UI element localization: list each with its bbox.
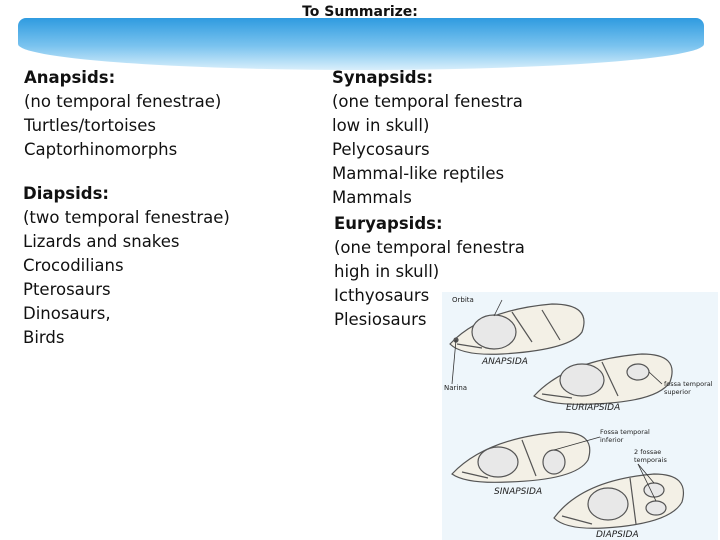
fossa-superior-pointer bbox=[648, 371, 663, 385]
anapsids-line: Turtles/tortoises bbox=[24, 116, 157, 135]
diapsids-line: Lizards and snakes bbox=[23, 232, 180, 251]
fossa-superior-label: superior bbox=[664, 388, 691, 396]
anapsida-skull bbox=[449, 303, 585, 355]
orbita-label: Orbita bbox=[452, 296, 474, 304]
diapsids-line: (two temporal fenestrae) bbox=[23, 208, 230, 227]
narina-pointer bbox=[451, 339, 457, 385]
euryapsids-line: high in skull) bbox=[334, 262, 440, 281]
diapsids-block: Diapsids: (two temporal fenestrae) Lizar… bbox=[23, 182, 230, 350]
euryapsids-line: (one temporal fenestra bbox=[334, 238, 525, 257]
anapsids-line: Captorhinomorphs bbox=[24, 140, 178, 159]
narina-label: Narina bbox=[444, 384, 467, 392]
fossa-superior-label: fossa temporal bbox=[664, 380, 713, 388]
two-fossae-label: temporais bbox=[634, 456, 667, 464]
two-fossae-label: 2 fossae bbox=[634, 448, 661, 456]
euryapsids-line: Plesiosaurs bbox=[334, 310, 427, 329]
synapsids-line: Pelycosaurs bbox=[332, 140, 430, 159]
anapsida-label: ANAPSIDA bbox=[481, 357, 528, 367]
title-banner bbox=[18, 18, 704, 70]
anapsids-heading: Anapsids: bbox=[24, 68, 116, 87]
diapsida-skull bbox=[553, 473, 684, 529]
fossa-inferior-label: Fossa temporal bbox=[600, 428, 650, 436]
euryapsids-line: Icthyosaurs bbox=[334, 286, 430, 305]
diapsids-line: Dinosaurs, bbox=[23, 304, 111, 323]
synapsids-block: Synapsids: (one temporal fenestra low in… bbox=[332, 66, 523, 210]
diapsids-line: Birds bbox=[23, 328, 65, 347]
fossa-inferior-label: inferior bbox=[600, 436, 624, 444]
diapsids-heading: Diapsids: bbox=[23, 184, 110, 203]
synapsids-line: low in skull) bbox=[332, 116, 430, 135]
diapsids-line: Crocodilians bbox=[23, 256, 124, 275]
synapsids-line: Mammal-like reptiles bbox=[332, 164, 505, 183]
diapsida-label: DIAPSIDA bbox=[596, 530, 639, 540]
diapsids-line: Pterosaurs bbox=[23, 280, 111, 299]
synapsids-heading: Synapsids: bbox=[332, 68, 434, 87]
euryapsids-heading: Euryapsids: bbox=[334, 214, 443, 233]
sinapsida-skull bbox=[451, 431, 591, 483]
orbita-pointer bbox=[493, 299, 503, 317]
synapsids-line: Mammals bbox=[332, 188, 412, 207]
synapsids-line: (one temporal fenestra bbox=[332, 92, 523, 111]
euriapsida-label: EURIAPSIDA bbox=[566, 403, 620, 413]
two-fossae-pointer bbox=[637, 463, 655, 484]
euriapsida-skull bbox=[533, 353, 673, 405]
anapsids-block: Anapsids: (no temporal fenestrae) Turtle… bbox=[24, 66, 221, 162]
skull-types-figure: Orbita Narina ANAPSIDA fossa temporal su… bbox=[442, 292, 718, 540]
skull-diagram: Orbita Narina ANAPSIDA fossa temporal su… bbox=[444, 296, 713, 540]
anapsids-line: (no temporal fenestrae) bbox=[24, 92, 222, 111]
two-fossae-pointer bbox=[637, 463, 657, 502]
fossa-inferior-pointer bbox=[553, 436, 601, 451]
sinapsida-label: SINAPSIDA bbox=[494, 487, 542, 497]
euryapsids-block: Euryapsids: (one temporal fenestra high … bbox=[334, 212, 525, 332]
slide-title: To Summarize: bbox=[302, 4, 418, 20]
